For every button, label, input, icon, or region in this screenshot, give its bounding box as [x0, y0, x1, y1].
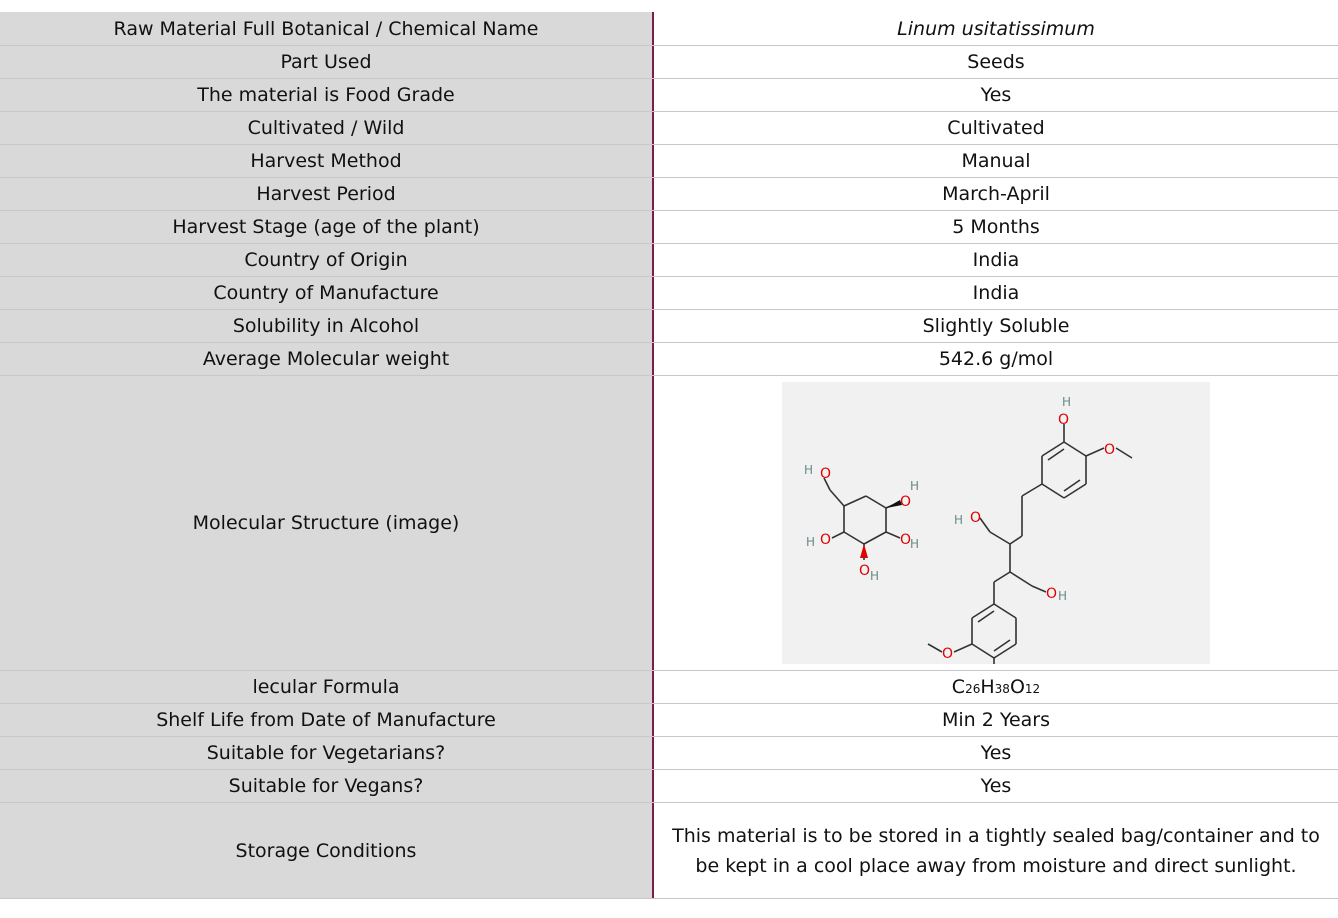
table-row: Country of Origin India [0, 244, 1338, 277]
column-divider [652, 244, 654, 276]
structure-atom-label: O [859, 563, 870, 579]
row-value: Yes [654, 737, 1338, 769]
row-label: Harvest Stage (age of the plant) [0, 211, 652, 243]
row-value: Manual [654, 145, 1338, 177]
column-divider [652, 79, 654, 111]
row-label: Solubility in Alcohol [0, 310, 652, 342]
structure-atom-label: O [900, 532, 911, 548]
structure-atom-label: H [910, 479, 919, 493]
table-row: Shelf Life from Date of Manufacture Min … [0, 704, 1338, 737]
row-label: Suitable for Vegans? [0, 770, 652, 802]
table-row: Storage Conditions This material is to b… [0, 803, 1338, 899]
table-row: Country of Manufacture India [0, 277, 1338, 310]
molecular-structure-drawing: O O O O O O O O O O H H H [804, 395, 1133, 664]
formula-count: 26 [965, 682, 981, 696]
structure-atom-label: H [806, 535, 815, 549]
row-label: Harvest Period [0, 178, 652, 210]
table-row: Raw Material Full Botanical / Chemical N… [0, 12, 1338, 46]
row-value: Cultivated [654, 112, 1338, 144]
molecular-structure-image: O O O O O O O O O O H H H [782, 382, 1210, 664]
row-value: India [654, 244, 1338, 276]
column-divider [652, 12, 654, 45]
table-row: Harvest Method Manual [0, 145, 1338, 178]
table-row: Average Molecular weight 542.6 g/mol [0, 343, 1338, 376]
formula-element: H [980, 676, 995, 698]
row-value: 5 Months [654, 211, 1338, 243]
structure-atom-label: H [804, 463, 813, 477]
table-row: Harvest Period March-April [0, 178, 1338, 211]
molecular-structure-cell: O O O O O O O O O O H H H [654, 376, 1338, 670]
row-label: Country of Origin [0, 244, 652, 276]
structure-atom-label: O [820, 532, 831, 548]
formula-count: 38 [994, 682, 1010, 696]
column-divider [652, 145, 654, 177]
column-divider [652, 343, 654, 375]
row-label: Storage Conditions [0, 803, 652, 898]
row-value: March-April [654, 178, 1338, 210]
table-row: Suitable for Vegans? Yes [0, 770, 1338, 803]
column-divider [652, 178, 654, 210]
structure-atom-label: O [1046, 586, 1057, 602]
column-divider [652, 671, 654, 703]
table-row: Suitable for Vegetarians? Yes [0, 737, 1338, 770]
column-divider [652, 376, 654, 670]
structure-atom-label: H [954, 513, 963, 527]
structure-atom-label: H [1058, 589, 1067, 603]
structure-atom-label: O [900, 494, 911, 510]
column-divider [652, 310, 654, 342]
row-label: lecular Formula [0, 671, 652, 703]
column-divider [652, 770, 654, 802]
row-label: Raw Material Full Botanical / Chemical N… [0, 12, 652, 45]
table-row: Solubility in Alcohol Slightly Soluble [0, 310, 1338, 343]
spec-table: Raw Material Full Botanical / Chemical N… [0, 12, 1338, 899]
row-label: Suitable for Vegetarians? [0, 737, 652, 769]
table-row: Molecular Structure (image) [0, 376, 1338, 671]
row-value: Slightly Soluble [654, 310, 1338, 342]
structure-atom-label: H [1062, 395, 1071, 409]
row-label: Average Molecular weight [0, 343, 652, 375]
row-label: Country of Manufacture [0, 277, 652, 309]
structure-atom-label: O [1104, 442, 1115, 458]
row-label: Harvest Method [0, 145, 652, 177]
table-row: Cultivated / Wild Cultivated [0, 112, 1338, 145]
row-value: 542.6 g/mol [654, 343, 1338, 375]
row-value: Seeds [654, 46, 1338, 78]
structure-atom-label: H [910, 537, 919, 551]
row-value: India [654, 277, 1338, 309]
row-value: Yes [654, 79, 1338, 111]
formula-element: C [951, 676, 966, 698]
table-row: The material is Food Grade Yes [0, 79, 1338, 112]
column-divider [652, 46, 654, 78]
formula-count: 12 [1024, 682, 1041, 696]
column-divider [652, 737, 654, 769]
column-divider [652, 704, 654, 736]
structure-atom-label: O [970, 510, 981, 526]
column-divider [652, 277, 654, 309]
storage-conditions-text: This material is to be stored in a tight… [654, 803, 1338, 898]
row-value: Linum usitatissimum [654, 12, 1338, 45]
structure-atom-label: O [942, 646, 953, 662]
table-row: Harvest Stage (age of the plant) 5 Month… [0, 211, 1338, 244]
structure-atom-label: O [1058, 412, 1069, 428]
column-divider [652, 803, 654, 898]
row-label: Shelf Life from Date of Manufacture [0, 704, 652, 736]
column-divider [652, 112, 654, 144]
row-label: Part Used [0, 46, 652, 78]
structure-atom-label: H [870, 569, 879, 583]
row-value: Min 2 Years [654, 704, 1338, 736]
row-value: Yes [654, 770, 1338, 802]
row-label: Cultivated / Wild [0, 112, 652, 144]
row-label: The material is Food Grade [0, 79, 652, 111]
formula-element: O [1009, 676, 1025, 698]
row-label: Molecular Structure (image) [0, 376, 652, 670]
column-divider [652, 211, 654, 243]
table-row: Part Used Seeds [0, 46, 1338, 79]
structure-atom-label: O [820, 466, 831, 482]
